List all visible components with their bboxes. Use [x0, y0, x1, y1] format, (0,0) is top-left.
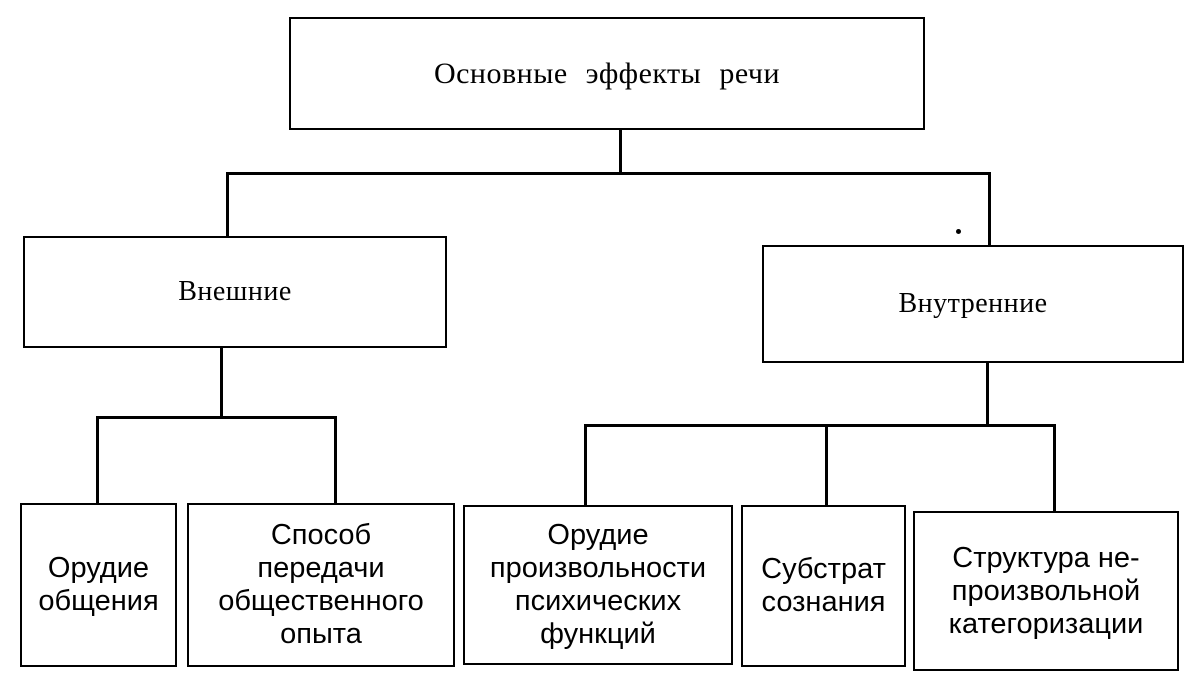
level1-bus-line	[226, 172, 990, 175]
leaf-node-voluntariness-tool-label: Орудие произвольности психических функци…	[489, 519, 707, 650]
internal-stem-line	[986, 362, 989, 426]
external-child2-drop	[334, 416, 337, 504]
external-child1-drop	[96, 416, 99, 504]
internal-child2-drop	[825, 424, 828, 506]
internal-drop-line	[988, 172, 991, 246]
leaf-node-consciousness-substrate-label: Субстрат сознания	[761, 553, 886, 618]
internal-node-label: Внутренние	[898, 288, 1048, 319]
leaf-node-categorization-structure-label: Структура не- произвольной категоризации	[948, 541, 1144, 640]
internal-bus-line	[584, 424, 1056, 427]
leaf-node-communication-tool: Орудие общения	[20, 503, 177, 667]
external-drop-line	[226, 172, 229, 237]
leaf-node-experience-transfer: Способ передачи общественного опыта	[187, 503, 455, 667]
leaf-node-experience-transfer-label: Способ передачи общественного опыта	[218, 519, 424, 650]
internal-node: Внутренние	[762, 245, 1184, 363]
leaf-node-consciousness-substrate: Субстрат сознания	[741, 505, 906, 667]
leaf-node-categorization-structure: Структура не- произвольной категоризации	[913, 511, 1179, 671]
external-stem-line	[220, 346, 223, 418]
root-stem-line	[619, 128, 622, 174]
root-node-label: Основные эффекты речи	[433, 56, 781, 90]
ink-dot	[956, 229, 961, 234]
external-node-label: Внешние	[178, 276, 292, 307]
leaf-node-voluntariness-tool: Орудие произвольности психических функци…	[463, 505, 733, 665]
internal-child1-drop	[584, 424, 587, 506]
internal-child3-drop	[1053, 424, 1056, 512]
leaf-node-communication-tool-label: Орудие общения	[38, 552, 159, 617]
external-node: Внешние	[23, 236, 447, 348]
root-node: Основные эффекты речи	[289, 17, 925, 130]
external-bus-line	[96, 416, 336, 419]
